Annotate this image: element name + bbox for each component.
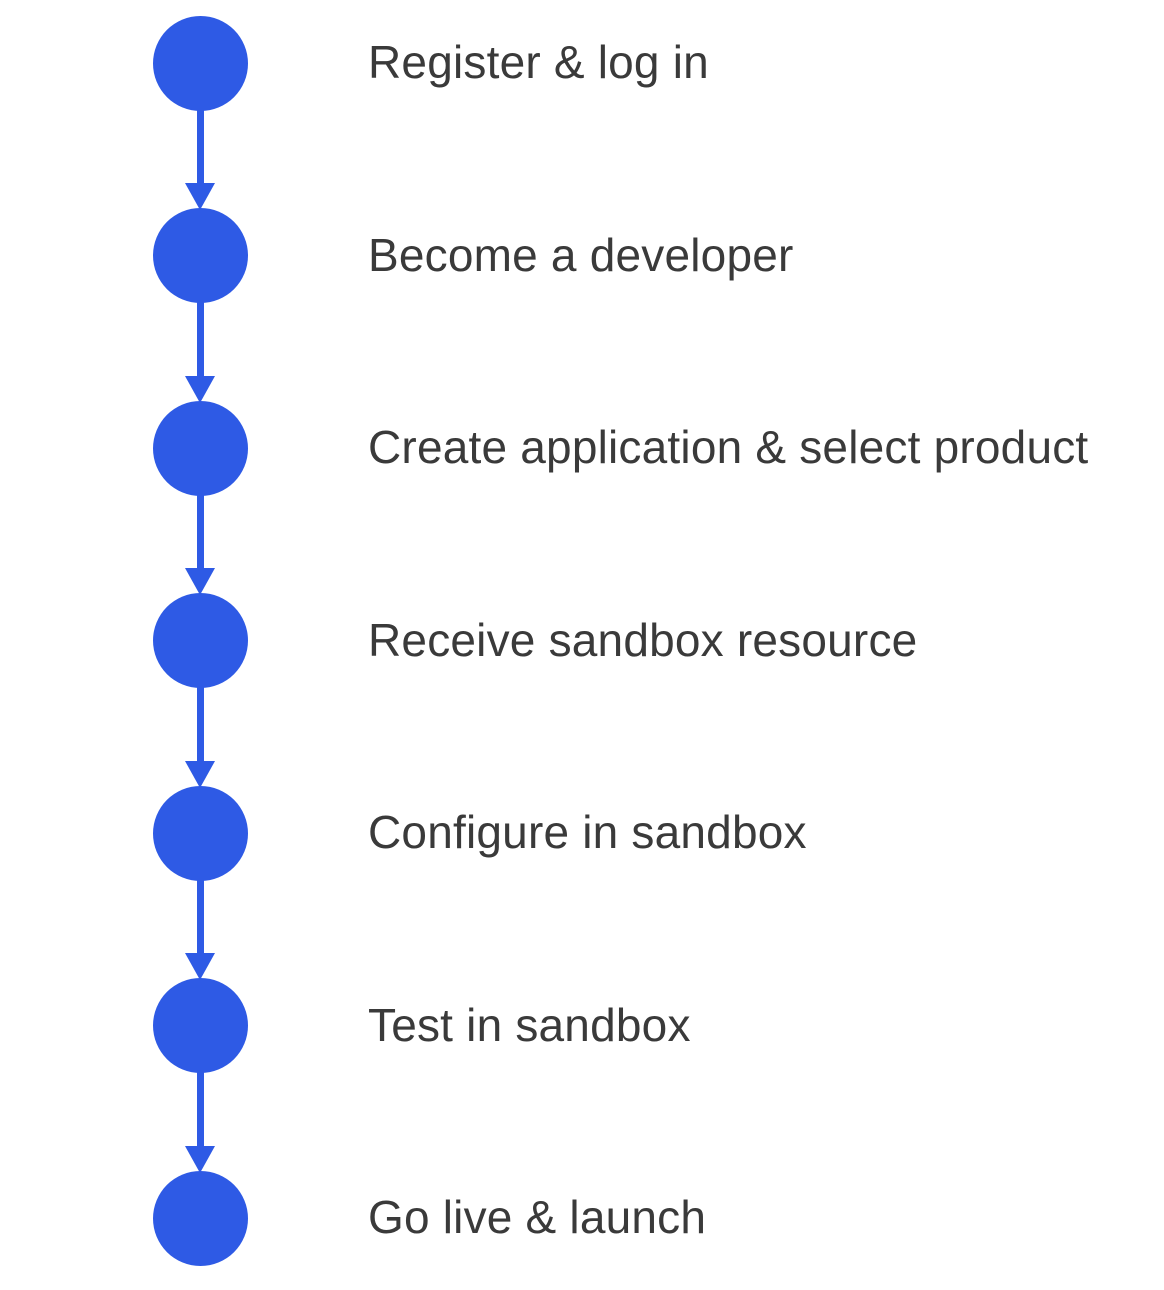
arrow-head-icon xyxy=(185,760,215,788)
step-label: Configure in sandbox xyxy=(368,805,807,858)
step-label: Become a developer xyxy=(368,228,794,281)
step-label: Go live & launch xyxy=(368,1190,707,1243)
arrow-head-icon xyxy=(185,375,215,403)
step-node xyxy=(152,15,248,111)
arrow-head-icon xyxy=(185,183,215,210)
step-node xyxy=(152,400,248,496)
connector-line xyxy=(196,1071,204,1149)
arrow-head-icon xyxy=(185,1145,215,1173)
step-label: Receive sandbox resource xyxy=(368,613,918,666)
connector-line xyxy=(196,301,204,379)
step-label: Test in sandbox xyxy=(368,998,691,1051)
connector-line xyxy=(196,493,204,571)
connector-line xyxy=(196,878,204,956)
step-node xyxy=(152,1170,248,1266)
step-node xyxy=(152,593,248,688)
connector-line xyxy=(196,686,204,764)
step-label: Create application & select product xyxy=(368,420,1089,473)
step-node xyxy=(152,208,248,303)
arrow-head-icon xyxy=(185,568,215,595)
step-node xyxy=(152,978,248,1073)
arrow-head-icon xyxy=(185,953,215,980)
connector-line xyxy=(196,108,204,186)
step-label: Register & log in xyxy=(368,35,709,88)
step-node xyxy=(152,785,248,881)
